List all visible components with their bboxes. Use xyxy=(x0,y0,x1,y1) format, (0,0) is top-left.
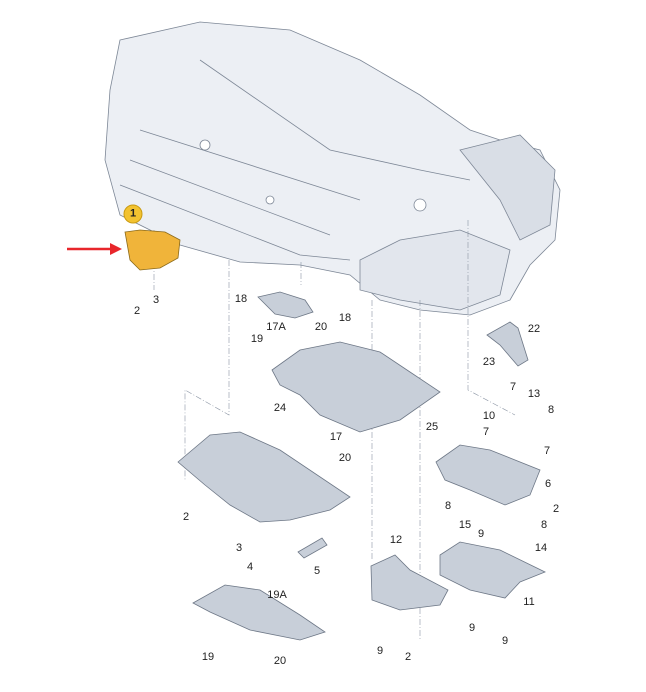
callout-label[interactable]: 2 xyxy=(133,305,141,317)
callout-label[interactable]: 2 xyxy=(552,503,560,515)
callout-label[interactable]: 20 xyxy=(273,655,287,667)
underbody-panels xyxy=(177,291,546,641)
callout-label[interactable]: 2 xyxy=(182,511,190,523)
callout-label[interactable]: 17 xyxy=(329,431,343,443)
callout-1-highlighted[interactable]: 1 xyxy=(123,204,143,224)
callout-label[interactable]: 13 xyxy=(527,388,541,400)
part-5 xyxy=(297,537,328,559)
callout-label[interactable]: 15 xyxy=(458,519,472,531)
callout-label[interactable]: 11 xyxy=(523,596,535,608)
callout-label[interactable]: 3 xyxy=(235,542,243,554)
callout-label[interactable]: 7 xyxy=(543,445,551,457)
callout-label[interactable]: 19 xyxy=(250,333,264,345)
part-17 xyxy=(271,341,441,433)
callout-label[interactable]: 5 xyxy=(313,565,321,577)
callout-label[interactable]: 9 xyxy=(501,635,509,647)
callout-label[interactable]: 25 xyxy=(425,421,439,433)
callout-label[interactable]: 23 xyxy=(482,356,496,368)
callout-label[interactable]: 19 xyxy=(201,651,215,663)
callout-label[interactable]: 17A xyxy=(266,321,286,333)
callout-label[interactable]: 6 xyxy=(544,478,552,490)
part-22 xyxy=(486,321,529,367)
callout-label[interactable]: 18 xyxy=(338,312,352,324)
callout-label[interactable]: 7 xyxy=(482,426,490,438)
callout-label[interactable]: 2 xyxy=(404,651,412,663)
part-12 xyxy=(370,554,449,611)
part-11 xyxy=(439,541,546,599)
callout-label[interactable]: 10 xyxy=(482,410,496,422)
part-1-highlighted[interactable] xyxy=(124,229,181,271)
car-underbody xyxy=(104,21,561,316)
callout-label[interactable]: 8 xyxy=(444,500,452,512)
callout-label[interactable]: 3 xyxy=(152,294,160,306)
callout-label[interactable]: 18 xyxy=(234,293,248,305)
callout-label[interactable]: 20 xyxy=(314,321,328,333)
callout-label[interactable]: 14 xyxy=(534,542,548,554)
callout-label[interactable]: 22 xyxy=(527,323,541,335)
callout-label[interactable]: 9 xyxy=(477,528,485,540)
red-arrow-icon xyxy=(67,243,122,255)
callout-label[interactable]: 9 xyxy=(468,622,476,634)
callout-label[interactable]: 19A xyxy=(267,589,287,601)
part-17A xyxy=(257,291,314,319)
part-6 xyxy=(435,444,541,506)
callout-label[interactable]: 4 xyxy=(246,561,254,573)
callout-label[interactable]: 8 xyxy=(547,404,555,416)
callout-label[interactable]: 12 xyxy=(389,534,403,546)
callout-label[interactable]: 9 xyxy=(376,645,384,657)
part-19A xyxy=(192,584,326,641)
callout-label[interactable]: 8 xyxy=(540,519,548,531)
callout-label[interactable]: 24 xyxy=(273,402,287,414)
callout-label[interactable]: 7 xyxy=(509,381,517,393)
part-4 xyxy=(177,431,351,523)
callout-label[interactable]: 20 xyxy=(338,452,352,464)
